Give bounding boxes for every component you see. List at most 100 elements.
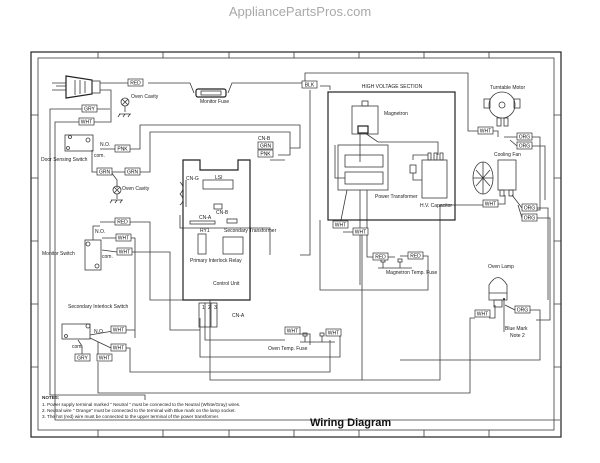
wire-tag-label: WHT: [485, 202, 496, 208]
wire-tag-label: RED: [375, 255, 386, 261]
monitor-fuse-label: Monitor Fuse: [200, 99, 229, 105]
wire-tag-label: GRN: [127, 170, 139, 176]
magnetron-symbol: [351, 100, 439, 162]
primary-interlock-relay-label: Primary Interlock Relay: [190, 258, 242, 264]
wire-color-tag: ORG: [514, 305, 531, 314]
wire-color-tag: PNK: [114, 144, 131, 153]
wire-color-tag: RED: [114, 217, 131, 226]
wire-color-tag: GRY: [74, 353, 91, 362]
no-3-label: N.O.: [94, 329, 104, 335]
wire-color-tag: WHT: [284, 326, 301, 335]
cooling-fan-label: Cooling Fan: [494, 152, 521, 158]
door-sensing-switch-label: Door Sensing Switch: [41, 157, 88, 163]
oven-cavity-lamp-icon: [109, 185, 123, 204]
wire-color-tag: GRN: [257, 141, 274, 150]
wire-tag-label: WHT: [113, 328, 124, 334]
hv-capacitor-label: H.V. Capacitor: [420, 203, 452, 209]
wire-tag-label: ORG: [524, 216, 536, 222]
monitor-switch-label: Monitor Switch: [42, 251, 75, 257]
oven-cavity-1-label: Oven Cavity: [131, 94, 159, 100]
high-voltage-label: HIGH VOLTAGE SECTION: [362, 84, 423, 90]
blue-mark-label: Blue Mark: [505, 326, 528, 332]
wire-tag-label: RED: [117, 220, 128, 226]
notes: NOTES: 1. Power supply terminal marked "…: [42, 395, 240, 419]
svg-text:1: 1: [202, 305, 205, 311]
note-2-label: Note 2: [510, 333, 525, 339]
wire-color-tag: WHT: [325, 328, 342, 337]
oven-lamp-label: Oven Lamp: [488, 264, 514, 270]
wire-color-tag: GRN: [124, 167, 141, 176]
wire-color-tag: RED: [127, 78, 144, 87]
wire-tag-label: GRY: [84, 107, 95, 113]
cn-a-board-label: CN-A: [199, 215, 212, 221]
wire-tag-label: WHT: [113, 346, 124, 352]
svg-text:2: 2: [208, 305, 211, 311]
hv-capacitor-symbol: [409, 152, 448, 199]
com-2-label: com.: [102, 254, 113, 260]
wire-tag-label: PNK: [260, 152, 271, 158]
wire-color-tag: WHT: [474, 309, 491, 318]
frame: [30, 51, 562, 438]
com-3-label: com.: [72, 344, 83, 350]
wire-tag-label: WHT: [477, 312, 488, 318]
control-unit-board: [179, 159, 251, 301]
secondary-interlock-switch-icon: [61, 323, 91, 350]
oven-cavity-lamp-icon: [117, 97, 131, 118]
wire-color-tag: WHT: [332, 220, 349, 229]
wire-tag-label: RED: [410, 254, 421, 260]
wire-color-tag: GRN: [96, 167, 113, 176]
oven-temp-fuse-icon: [300, 332, 335, 343]
magnetron-temp-fuse-label: Magnetron Temp. Fuse: [386, 270, 438, 276]
wire-color-tag: WHT: [116, 247, 133, 256]
high-voltage-section: HIGH VOLTAGE SECTION: [327, 84, 456, 221]
wire-tag-label: GRN: [99, 170, 111, 176]
wire-color-tag: PNK: [257, 149, 274, 158]
wire-tag-label: GRY: [77, 356, 88, 362]
note-2: 2. Neutral wire " Orange" must be connec…: [42, 408, 236, 413]
magnetron-label: Magnetron: [384, 111, 408, 117]
wire-color-tag: WHT: [96, 353, 113, 362]
wire-color-tag: BLK: [301, 80, 318, 89]
turntable-motor-icon: [483, 91, 521, 127]
wire-color-tag: WHT: [477, 126, 494, 135]
wire-tag-label: WHT: [328, 331, 339, 337]
wire-tag-label: ORG: [517, 308, 529, 314]
wire-tag-label: RED: [130, 81, 141, 87]
ry1-label: RY1: [200, 228, 210, 234]
wire-color-tag: WHT: [352, 227, 369, 236]
wire-tag-label: BLK: [305, 83, 315, 89]
door-sensing-switch-icon: [64, 134, 94, 152]
cooling-fan-icon: [472, 159, 517, 197]
wire-color-tag: RED: [407, 251, 424, 260]
power-plug-icon: [52, 75, 101, 99]
no-1-label: N.O.: [100, 142, 110, 148]
lsi-chip: [202, 179, 234, 190]
wire-tag-label: ORG: [519, 135, 531, 141]
wire-tag-label: WHT: [99, 356, 110, 362]
wire-tag-label: WHT: [480, 129, 491, 135]
monitor-fuse-icon: [195, 88, 227, 98]
wire-color-tag: RED: [372, 252, 389, 261]
lsi-label: LSI: [215, 175, 223, 181]
high-voltage-box: [327, 91, 456, 221]
oven-lamp-icon: [488, 277, 508, 308]
wire-color-tag: WHT: [482, 199, 499, 208]
wire-tag-label: ORG: [519, 144, 531, 150]
cn-b-label: CN-B: [216, 210, 229, 216]
note-1: 1. Power supply terminal marked " Neutra…: [42, 402, 240, 407]
wire-color-tag: ORG: [521, 213, 538, 222]
wire-tag-label: WHT: [335, 223, 346, 229]
wire-tag-label: PNK: [117, 147, 128, 153]
control-unit-label: Control Unit: [213, 281, 240, 287]
note-3: 3. The hot (red) wire must be connected …: [42, 414, 219, 419]
cn-b-top-label: CN-B: [258, 136, 271, 142]
wire-tag-label: GRN: [260, 144, 272, 150]
wire-color-tag: ORG: [521, 203, 538, 212]
wire-color-tag: ORG: [516, 132, 533, 141]
cn-a-label: CN-A: [232, 313, 245, 319]
oven-cavity-2-label: Oven Cavity: [122, 186, 150, 192]
